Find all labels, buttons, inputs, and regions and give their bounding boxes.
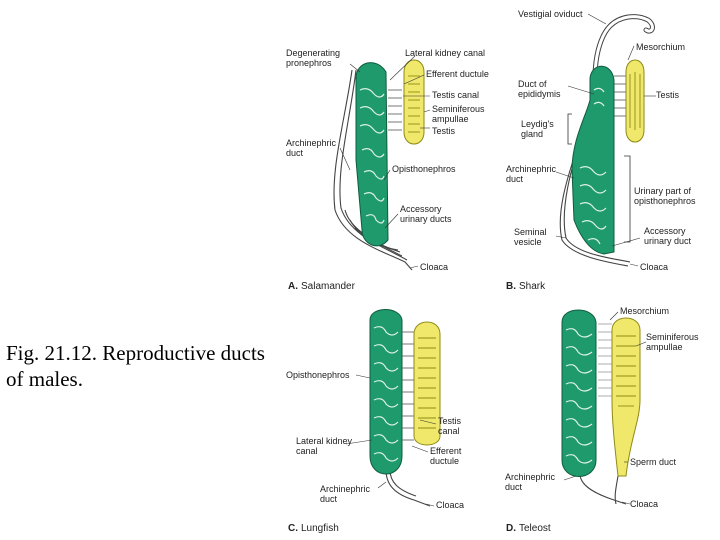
panel-b-name: Shark: [519, 281, 546, 292]
label-duct: duct: [286, 148, 304, 158]
label-duct: duct: [506, 174, 524, 184]
label-lateral-kidney-canal: Lateral kidney canal: [405, 48, 485, 58]
label-opisthonephros: Opisthonephros: [286, 370, 350, 380]
label-gland: gland: [521, 129, 543, 139]
label-archinephric: Archinephric: [505, 472, 556, 482]
salamander-testis: [403, 59, 425, 145]
label-archinephric: Archinephric: [506, 164, 557, 174]
label-sperm-duct: Sperm duct: [630, 457, 677, 467]
panel-c-letter: C.: [288, 523, 298, 534]
panel-b-shark: Vestigial oviduct Mesorchium Duct of epi…: [506, 9, 696, 292]
label-urinary-duct: urinary duct: [644, 236, 692, 246]
label-opisthonephros: opisthonephros: [634, 196, 696, 206]
label-cloaca: Cloaca: [630, 499, 658, 509]
label-seminiferous: Seminiferous: [432, 104, 485, 114]
lungfish-opisthonephros: [369, 309, 403, 475]
panel-a-name: Salamander: [301, 281, 356, 292]
panel-b-letter: B.: [506, 281, 516, 292]
label-seminal: Seminal: [514, 227, 547, 237]
label-degenerating: Degenerating: [286, 48, 340, 58]
panel-d-letter: D.: [506, 523, 516, 534]
salamander-opisthonephros: [355, 62, 389, 247]
label-vesicle: vesicle: [514, 237, 542, 247]
label-accessory: Accessory: [644, 226, 686, 236]
label-testis-canal: Testis canal: [432, 90, 479, 100]
panel-d-name: Teleost: [519, 523, 551, 534]
label-epididymis: epididymis: [518, 89, 561, 99]
label-testis: Testis: [432, 126, 456, 136]
label-accessory: Accessory: [400, 204, 442, 214]
label-urinary-part-of: Urinary part of: [634, 186, 692, 196]
label-mesorchium: Mesorchium: [620, 306, 669, 316]
label-duct: duct: [505, 482, 523, 492]
panel-a-letter: A.: [288, 281, 298, 292]
teleost-opisthonephros: [561, 309, 597, 477]
label-cloaca: Cloaca: [640, 262, 668, 272]
label-urinary-ducts: urinary ducts: [400, 214, 452, 224]
label-canal-2: canal: [296, 446, 318, 456]
label-testis: Testis: [656, 90, 680, 100]
lungfish-testis: [413, 321, 441, 446]
panel-c-lungfish: Opisthonephros Testis canal Lateral kidn…: [286, 309, 464, 534]
label-duct: duct: [320, 494, 338, 504]
figure-caption: Fig. 21.12. Reproductive ducts of males.: [6, 341, 265, 391]
label-mesorchium: Mesorchium: [636, 42, 685, 52]
label-ampullae: ampullae: [646, 342, 683, 352]
label-cloaca: Cloaca: [420, 262, 448, 272]
label-archinephric: Archinephric: [286, 138, 337, 148]
label-archinephric: Archinephric: [320, 484, 371, 494]
label-lateral-kidney: Lateral kidney: [296, 436, 353, 446]
shark-opisthonephros: [571, 65, 615, 255]
panel-a-salamander: Degenerating pronephros Lateral kidney c…: [286, 48, 489, 292]
label-canal: canal: [438, 426, 460, 436]
label-cloaca: Cloaca: [436, 500, 464, 510]
label-seminiferous: Seminiferous: [646, 332, 699, 342]
label-pronephros: pronephros: [286, 58, 332, 68]
label-efferent: Efferent: [430, 446, 462, 456]
label-ampullae: ampullae: [432, 114, 469, 124]
panel-d-teleost: Mesorchium Seminiferous ampullae Sperm d…: [505, 306, 699, 534]
label-duct-of: Duct of: [518, 79, 547, 89]
label-opisthonephros: Opisthonephros: [392, 164, 456, 174]
panel-c-name: Lungfish: [301, 523, 339, 534]
label-testis: Testis: [438, 416, 462, 426]
label-leydigs: Leydig's: [521, 119, 554, 129]
teleost-testis: [611, 317, 641, 477]
label-efferent-ductule: Efferent ductule: [426, 69, 489, 79]
label-vestigial-oviduct: Vestigial oviduct: [518, 9, 583, 19]
label-ductule: ductule: [430, 456, 459, 466]
